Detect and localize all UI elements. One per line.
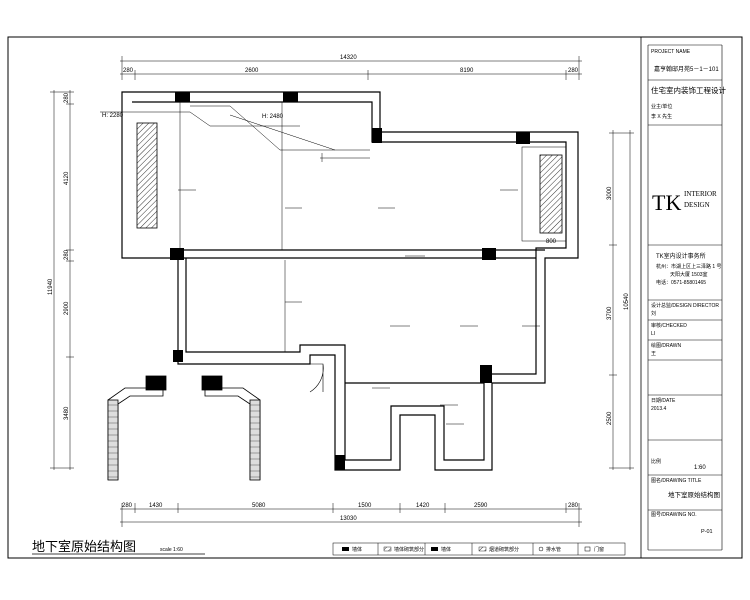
dim-left-seg-1: 280 [64,92,70,103]
dim-bottom-seg-4: 1500 [358,503,372,509]
dim-bottom-seg-3: 5080 [252,503,266,509]
field-designer-value: 刘 [651,310,656,317]
legend-box [332,542,626,556]
company-address-2: 天阳大厦 1503室 [670,271,708,278]
flue-right-box [521,146,567,242]
logo-interior: INTERIOR [684,190,717,198]
detail-section-right [201,375,261,481]
flue-icon [478,546,487,552]
dim-left-seg-3: 280 [64,249,70,260]
field-check-value: LI [651,331,655,337]
company-phone: 电话：0571-85801465 [656,279,706,286]
dim-left-seg-4: 2900 [64,301,70,315]
dim-right-seg-1: 3000 [607,186,613,200]
dim-right-seg-3: 2500 [607,411,613,425]
title-project-name: 嘉亨翰邸月苑5－1－101 [654,65,719,73]
walls [121,91,579,471]
sheet-value: P-01 [701,529,713,535]
wall-icon-2 [431,547,438,551]
title-block-lines [648,79,722,511]
columns [170,92,530,470]
dim-left-seg-2: 4120 [64,171,70,185]
legend-label-3: 墙体 [441,546,451,553]
scale-label: 比例 [651,458,661,465]
dim-bottom-seg-1: 280 [122,503,133,509]
dim-right-seg-2: 3700 [607,306,613,320]
dim-top-seg-4: 280 [568,68,579,74]
field-designer-label: 设计总监/DESIGN DIRECTOR [651,302,719,309]
dim-bottom-seg-7: 280 [568,503,579,509]
detail-section-left [107,375,167,481]
drawing-scale: scale 1:60 [160,547,183,553]
bottom-dimension-lines [120,503,582,527]
title-design-type: 住宅室内装饰工程设计 [651,85,726,95]
dim-bottom-seg-2: 1430 [149,503,163,509]
dim-right-total: 10540 [624,293,630,310]
dim-800: 800 [546,239,557,245]
left-dimension-lines [50,90,74,470]
drawing-title: 地下室原始结构图 [32,539,136,554]
flue-right [539,154,563,234]
company-address-1: 杭州：市湖上区上三泽路 1 号 [656,263,722,270]
annotation-lines [100,102,370,352]
dim-top-total: 14320 [340,55,357,61]
right-dimension-lines [609,130,634,470]
field-date-value: 2013.4 [651,406,667,412]
legend-label-2: 墙体砌筑部分 [394,546,424,553]
flue-left [136,122,158,229]
door-icon [584,546,591,552]
dim-left-total: 11940 [48,278,54,295]
drawing-name-label: 图名/DRAWING TITLE [651,477,702,484]
drain-icon [538,546,544,552]
company-logo: TK INTERIOR DESIGN [652,190,717,215]
legend-label-6: 门窗 [594,546,604,553]
legend-label-1: 墙体 [352,546,362,553]
dim-top-seg-3: 8190 [460,68,474,74]
legend-label-5: 排水管 [546,546,561,553]
field-drawer-value: 王 [651,351,656,357]
door-swing [309,363,324,393]
hatch-icon [383,546,392,552]
elevation-h-2480: H: 2480 [262,114,284,120]
field-drawer-label: 绘图/DRAWN [651,342,681,349]
dim-bottom-total: 13030 [340,516,357,522]
top-dimension-lines [120,56,582,80]
dim-bottom-seg-6: 2590 [474,503,488,509]
legend-label-4: 烟道砌筑部分 [489,546,519,553]
drawing-name: 地下室原始结构图 [668,490,720,499]
field-date-label: 日期/DATE [651,398,676,404]
wall-icon [342,547,349,551]
dim-left-seg-5: 3480 [64,406,70,420]
dim-bottom-seg-5: 1420 [416,503,430,509]
elevation-markers [178,189,540,425]
title-project-label: PROJECT NAME [651,49,691,55]
company-name: TK室内设计事务所 [656,252,706,260]
elevation-h-2280: H: 2280 [102,113,124,119]
sheet-label: 图号/DRAWING NO. [651,512,697,518]
title-client-label: 业主/单位 [651,103,672,110]
field-check-label: 审核/CHECKED [651,322,687,329]
logo-tk: TK [652,190,681,215]
logo-design: DESIGN [684,201,710,209]
sheet-border [7,36,743,559]
dim-top-seg-1: 280 [123,68,134,74]
dim-top-seg-2: 2600 [245,68,259,74]
scale-value: 1:60 [694,465,706,471]
title-client-value: 李 X 先生 [651,113,672,120]
